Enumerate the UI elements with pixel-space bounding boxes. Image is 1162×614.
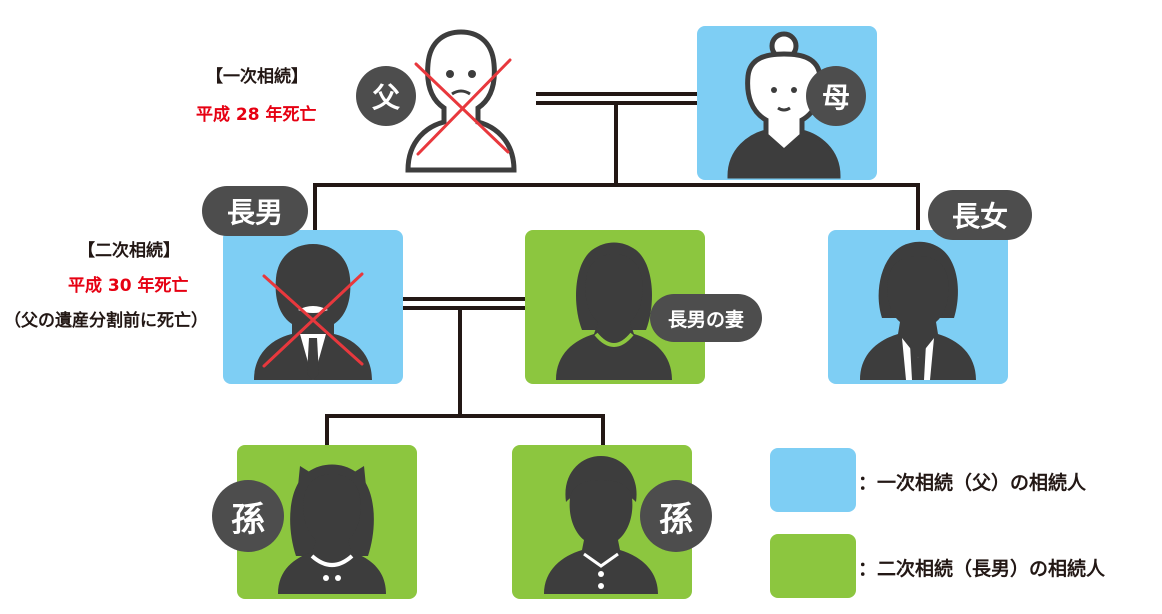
grandchildren-horizontal-line: [325, 414, 605, 418]
eldest-son-icon: [254, 244, 372, 380]
grandchild-left-drop-line: [325, 414, 329, 448]
legend-first-swatch: [770, 448, 856, 512]
grandchild-boy-icon: [544, 456, 658, 594]
second-inheritance-note: （父の遺産分割前に死亡）: [4, 311, 208, 331]
second-inheritance-heading: 【二次相続】: [78, 241, 180, 261]
legend-second-text: ：二次相続（長男）の相続人: [858, 558, 1106, 580]
father-icon: [405, 29, 517, 173]
grandchild-girl-icon: [278, 464, 386, 594]
second-inheritance-date: 平成 30 年死亡: [68, 276, 189, 296]
legend-second-swatch: [770, 534, 856, 598]
children-horizontal-line: [313, 183, 920, 187]
eldest-son-badge: 長男: [202, 186, 308, 236]
eldest-daughter-badge: 長女: [928, 190, 1032, 240]
marriage-line-parents-top: [536, 92, 698, 96]
first-inheritance-date: 平成 28 年死亡: [196, 105, 317, 125]
parents-descent-line: [614, 103, 618, 187]
eldest-son-drop-line: [313, 183, 317, 233]
mother-badge: 母: [806, 66, 866, 126]
eldest-daughter-drop-line: [916, 183, 920, 233]
marriage-line-son-top: [386, 297, 543, 301]
father-badge: 父: [356, 66, 416, 126]
grandchild-left-badge: 孫: [212, 480, 284, 552]
legend-first-text: ：一次相続（父）の相続人: [858, 472, 1087, 494]
grandchild-right-badge: 孫: [640, 480, 712, 552]
marriage-line-son-bottom: [386, 306, 543, 310]
sons-wife-badge: 長男の妻: [650, 294, 762, 342]
sons-wife-icon: [556, 242, 672, 380]
grandchild-right-drop-line: [601, 414, 605, 448]
son-descent-line: [458, 308, 462, 418]
eldest-daughter-icon: [860, 241, 976, 380]
first-inheritance-heading: 【一次相続】: [206, 67, 308, 87]
